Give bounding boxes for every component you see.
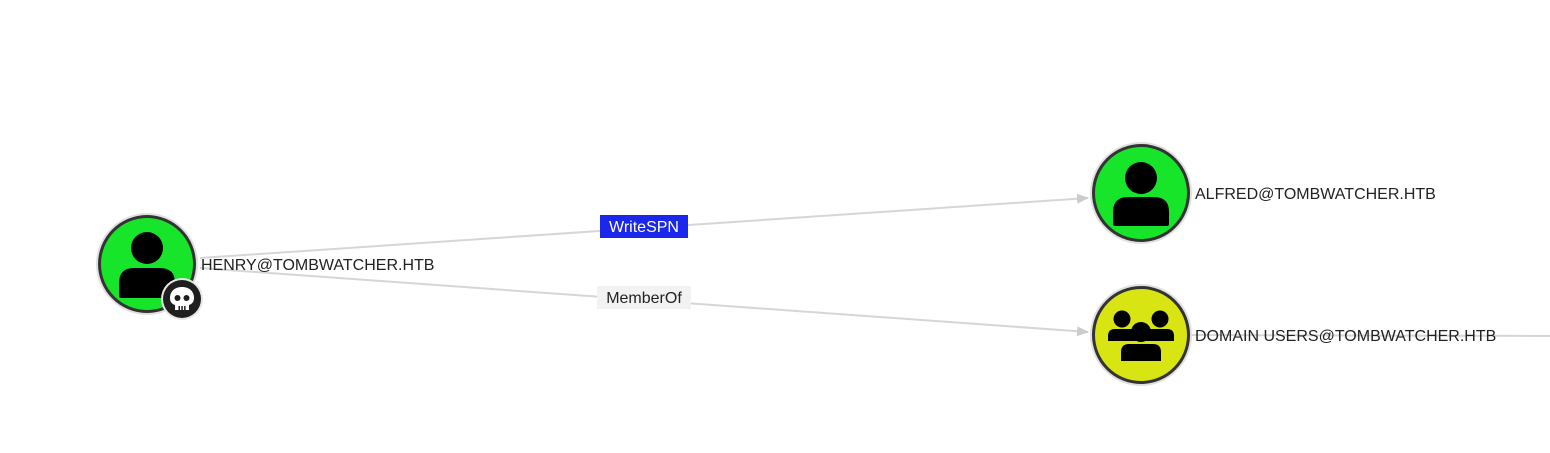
- node-henry-label: HENRY@TOMBWATCHER.HTB: [201, 257, 434, 274]
- node-alfred[interactable]: ALFRED@TOMBWATCHER.HTB: [1090, 142, 1436, 244]
- edge-label-memberof-text: MemberOf: [606, 290, 682, 307]
- user-icon: [1113, 162, 1169, 226]
- edge-offscreen: [1191, 334, 1550, 337]
- skull-icon: [170, 287, 194, 310]
- node-domain-users[interactable]: DOMAIN USERS@TOMBWATCHER.HTB: [1090, 284, 1496, 386]
- node-henry[interactable]: HENRY@TOMBWATCHER.HTB: [96, 213, 434, 320]
- edge-label-writespn-text: WriteSPN: [609, 219, 679, 236]
- node-domain-users-label: DOMAIN USERS@TOMBWATCHER.HTB: [1195, 328, 1496, 345]
- edge-label-writespn[interactable]: WriteSPN: [600, 215, 688, 238]
- user-icon: [119, 232, 175, 298]
- group-icon: [1108, 310, 1174, 361]
- node-alfred-label: ALFRED@TOMBWATCHER.HTB: [1195, 186, 1436, 203]
- skull-badge: [161, 278, 203, 320]
- edge-label-memberof[interactable]: MemberOf: [597, 286, 691, 309]
